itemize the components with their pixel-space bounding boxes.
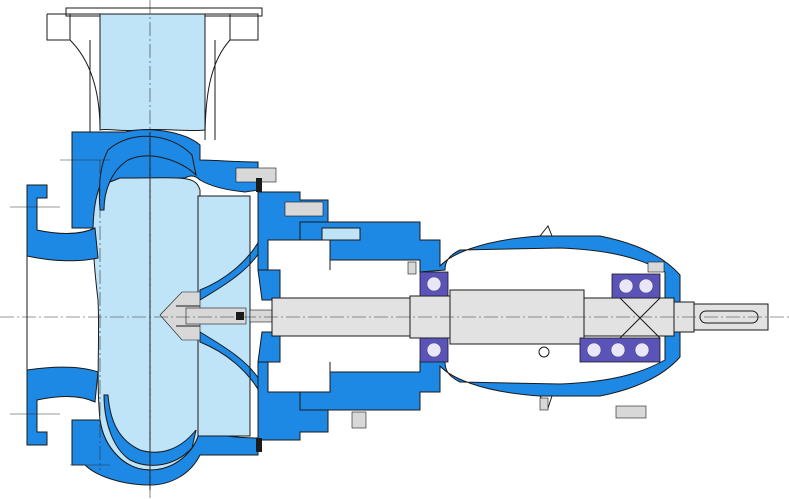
discharge-flange	[46, 7, 263, 141]
pump-shaft	[0, 289, 789, 345]
radial-bearing	[419, 271, 449, 363]
centerlines	[10, 0, 151, 499]
cover-bolt	[284, 201, 324, 217]
discharge-channel	[99, 13, 206, 132]
impeller	[159, 195, 273, 437]
suction-inlet	[26, 184, 99, 446]
casing-cover	[235, 167, 329, 452]
drain-and-vent-fittings	[351, 261, 665, 429]
thrust-bearing-pair	[579, 273, 661, 363]
